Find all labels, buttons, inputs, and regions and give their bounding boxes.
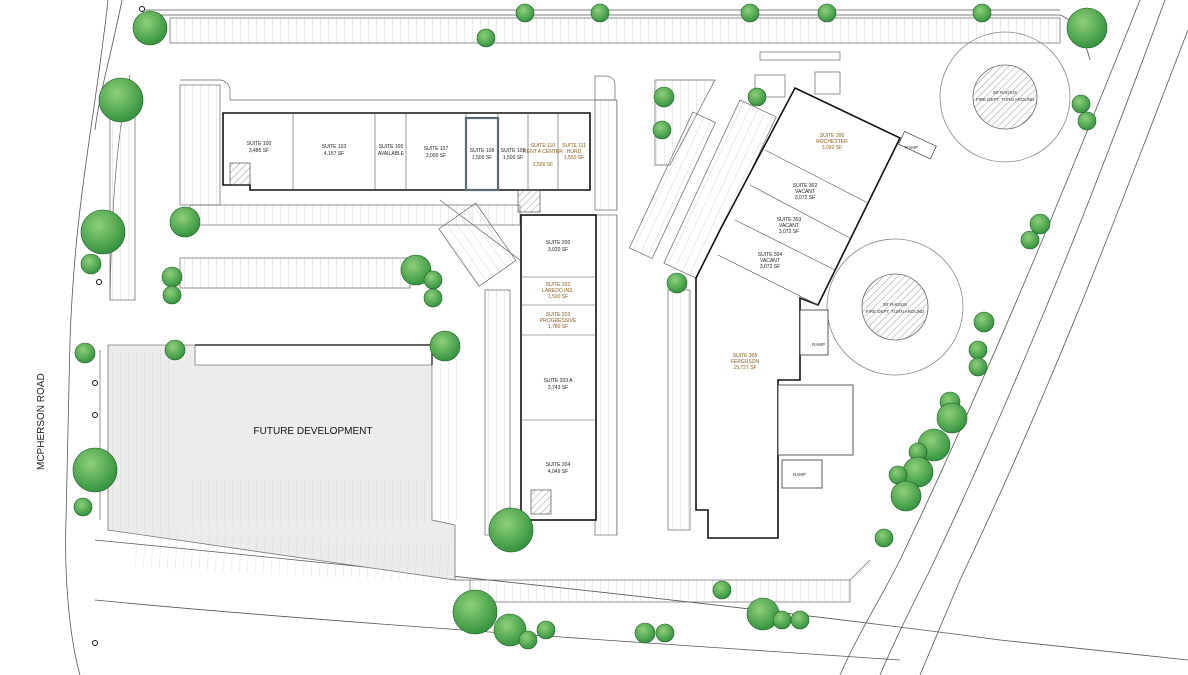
suite-name: SUITE 204 (546, 462, 571, 468)
suite-area: 1,500 SF (503, 155, 523, 161)
suite-area: 3,072 SF (760, 264, 780, 270)
suite-108-highlight[interactable] (464, 116, 500, 192)
suite-area: 4,049 SF (548, 469, 568, 475)
suite-name: SUITE 300 (820, 133, 845, 139)
building-center: SUITE 200 3,020 SF SUITE 202 LAREDO INS.… (520, 214, 597, 521)
road-label: MCPHERSON ROAD (36, 373, 47, 470)
parking-lot-south (455, 559, 871, 603)
parking-lot-east (628, 51, 841, 531)
suite-area: 3,072 SF (795, 195, 815, 201)
suite-tenant: ROCHESTER (816, 139, 848, 145)
site-markers (92, 6, 145, 646)
suite-tenant: VACANT (760, 258, 780, 264)
suite-name: SUITE 200 (546, 240, 571, 246)
east-suite[interactable]: SUITE 302 VACANT 3,072 SF (793, 183, 818, 201)
suite-area: 1,780 SF (548, 324, 568, 330)
suite-name: SUITE 105 (379, 144, 404, 150)
north-suite[interactable]: SUITE 107 3,000 SF (424, 146, 449, 159)
suite-tenant: VACANT (795, 189, 815, 195)
ramp-label: RAMP (812, 342, 825, 347)
suite-area: 4,157 SF (324, 151, 344, 157)
suite-area: 1,550 SF (564, 155, 584, 161)
center-suite[interactable]: SUITE 202 LAREDO INS. 1,500 SF (542, 282, 574, 300)
center-suite[interactable]: SUITE 203 PROGRESSIVE 1,780 SF (540, 312, 577, 330)
turnaround-radius-label: 38' RADIUS (883, 302, 907, 307)
suite-area: AVAILABLE (378, 151, 405, 157)
suite-name: SUITE 108 (470, 148, 495, 154)
suite-tenant: PROGRESSIVE (540, 318, 577, 324)
suite-area: 1,500 SF (533, 162, 553, 168)
suite-name: SUITE 100 (247, 141, 272, 147)
suite-area: 15,727 SF (733, 365, 756, 371)
fire-turnaround-north: 38' RADIUS FIRE DEPT. TURN AROUND (939, 31, 1071, 163)
suite-name: SUITE 107 (424, 146, 449, 152)
building-north: SUITE 100 3,485 SF SUITE 103 4,157 SF SU… (222, 112, 591, 213)
future-development-label: FUTURE DEVELOPMENT (254, 426, 373, 437)
east-suite[interactable]: SUITE 304 VACANT 3,072 SF (758, 252, 783, 270)
center-suite[interactable]: SUITE 200 3,020 SF (546, 240, 571, 253)
turnaround-dept-label: FIRE DEPT. TURN AROUND (976, 97, 1035, 102)
suite-area: 3,000 SF (426, 153, 446, 159)
suite-name: SUITE 203 A (544, 378, 574, 384)
east-suite[interactable]: SUITE 300 ROCHESTER 3,092 SF (816, 133, 848, 151)
ramp-label: RAMP (905, 145, 918, 150)
north-suite[interactable]: SUITE 108 1,500 SF (470, 148, 495, 161)
suite-name: SUITE 304 (758, 252, 783, 258)
north-suite[interactable]: SUITE 100 3,485 SF (247, 141, 272, 154)
turnaround-dept-label: FIRE DEPT. TURN AROUND (866, 309, 925, 314)
suite-area: 3,743 SF (548, 385, 568, 391)
east-suite[interactable]: SUITE 306 FERGUSON 15,727 SF (731, 353, 760, 371)
suite-name: SUITE 306 (733, 353, 758, 359)
suite-name: SUITE 202 (546, 282, 571, 288)
suite-area: 3,020 SF (548, 247, 568, 253)
building-east: RAMP RAMP RAMP SUITE 300 ROCHESTER 3,092… (695, 86, 937, 539)
suite-tenant: FERGUSON (731, 359, 760, 365)
ramp-label: RAMP (793, 472, 806, 477)
fire-turnaround-south: 38' RADIUS FIRE DEPT. TURN AROUND (826, 238, 964, 376)
suite-tenant: LAREDO INS. (542, 288, 574, 294)
north-suite[interactable]: SUITE 109 1,500 SF (501, 148, 526, 161)
suite-name: SUITE 111 (562, 143, 586, 149)
center-suite[interactable]: SUITE 203 A 3,743 SF (544, 378, 574, 391)
east-suite[interactable]: SUITE 303 VACANT 3,072 SF (777, 217, 802, 235)
suite-area: 3,072 SF (779, 229, 799, 235)
suite-name: SUITE 203 (546, 312, 571, 318)
suite-area: 3,485 SF (249, 148, 269, 154)
suite-area: 1,500 SF (472, 155, 492, 161)
landscape-trees (72, 3, 1108, 650)
suite-area: 1,500 SF (548, 294, 568, 300)
center-suite[interactable]: SUITE 204 4,049 SF (546, 462, 571, 475)
north-suite[interactable]: SUITE 103 4,157 SF (322, 144, 347, 157)
suite-tenant: VACANT (779, 223, 799, 229)
north-suite[interactable]: SUITE 105 AVAILABLE (378, 144, 405, 157)
north-suite[interactable]: SUITE 111 HURD 1,550 SF (562, 143, 586, 161)
suite-name: SUITE 109 (501, 148, 526, 154)
parking-lot-north (169, 17, 1061, 536)
suite-tenant: HURD (567, 149, 582, 155)
future-development-area: FUTURE DEVELOPMENT (107, 344, 457, 584)
suite-name: SUITE 302 (793, 183, 818, 189)
north-suite[interactable]: SUITE 110 RENT A CENTER 1,500 SF (523, 143, 563, 168)
suite-name: SUITE 110 (531, 143, 555, 149)
suite-tenant: RENT A CENTER (523, 149, 563, 155)
suite-area: 3,092 SF (822, 145, 842, 151)
suite-name: SUITE 303 (777, 217, 802, 223)
turnaround-radius-label: 38' RADIUS (993, 90, 1017, 95)
suite-name: SUITE 103 (322, 144, 347, 150)
